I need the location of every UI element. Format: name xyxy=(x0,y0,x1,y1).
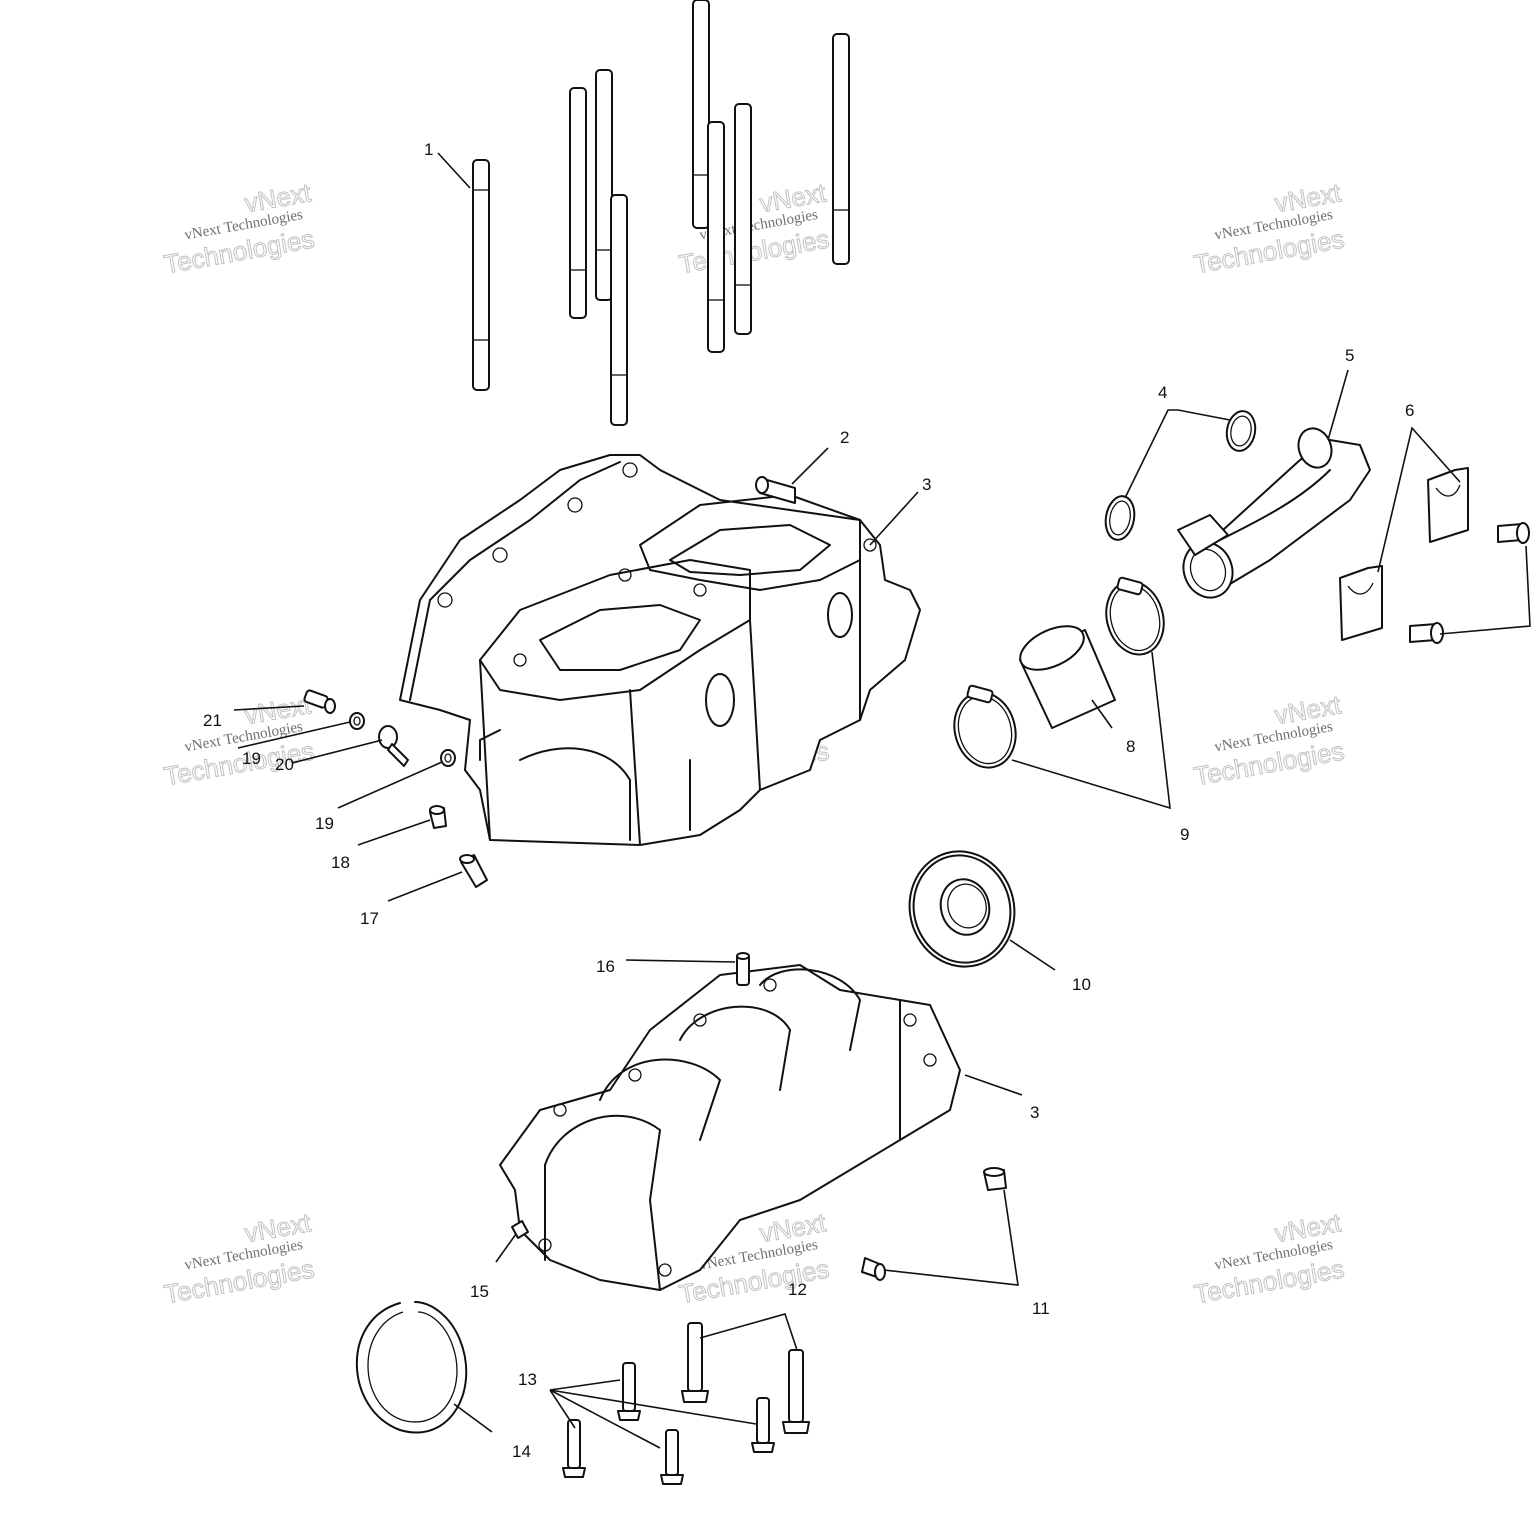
plug-18 xyxy=(429,805,447,829)
watermark-top-right: vNext vNext Technologies Technologies xyxy=(1191,177,1347,280)
callout-18: 18 xyxy=(331,853,350,872)
callout-3-lower: 3 xyxy=(1030,1103,1039,1122)
callout-8: 8 xyxy=(1126,737,1135,756)
callout-5: 5 xyxy=(1345,346,1354,365)
bolt-13a xyxy=(617,1362,641,1421)
oil-seal-10 xyxy=(908,850,1016,968)
bolt-13b xyxy=(751,1397,775,1453)
watermark-mid-left: vNext vNext Technologies Technologies xyxy=(161,689,317,792)
hose-clamp-9b xyxy=(953,684,1017,769)
callout-16: 16 xyxy=(596,957,615,976)
washer-19b xyxy=(440,749,456,767)
stud-1 xyxy=(472,159,490,391)
callout-15: 15 xyxy=(470,1282,489,1301)
callout-14: 14 xyxy=(512,1442,531,1461)
stud-3 xyxy=(595,69,613,301)
stud-6 xyxy=(707,121,725,353)
dowel-pin-2 xyxy=(755,476,796,504)
o-ring-4a xyxy=(1225,410,1257,452)
stud-8 xyxy=(832,33,850,265)
screw-6d xyxy=(1409,622,1444,644)
plug-11a xyxy=(983,1167,1007,1191)
callout-3-upper: 3 xyxy=(922,475,931,494)
callout-labels: 1 2 3 4 5 6 8 9 10 3 11 12 13 14 15 16 1… xyxy=(203,140,1414,1461)
callout-17: 17 xyxy=(360,909,379,928)
callout-4: 4 xyxy=(1158,383,1167,402)
o-ring-4b xyxy=(1104,495,1136,541)
snap-ring-14 xyxy=(355,1301,468,1434)
banjo-fitting-20 xyxy=(378,725,409,767)
screw-6c xyxy=(1497,522,1530,544)
callout-10: 10 xyxy=(1072,975,1091,994)
pin-17 xyxy=(459,854,488,888)
bolt-12b xyxy=(782,1349,810,1434)
stud-2 xyxy=(569,87,587,319)
callout-12: 12 xyxy=(788,1280,807,1299)
watermark-top-left: vNext vNext Technologies Technologies xyxy=(161,177,317,280)
callout-9: 9 xyxy=(1180,825,1189,844)
coupling-hose-8 xyxy=(1019,625,1116,729)
hose-clamp-9a xyxy=(1105,576,1165,656)
stud-4 xyxy=(610,194,628,426)
bolt-21 xyxy=(303,689,336,714)
callout-19-lower: 19 xyxy=(315,814,334,833)
watermark-bottom-right: vNext vNext Technologies Technologies xyxy=(1191,1207,1347,1310)
dowel-16 xyxy=(736,952,750,986)
bracket-6b xyxy=(1339,565,1383,641)
bolt-12a xyxy=(681,1322,709,1403)
upper-crankcase xyxy=(399,454,921,846)
callout-19-upper: 19 xyxy=(242,749,261,768)
stud-set xyxy=(472,0,850,426)
callout-20: 20 xyxy=(275,755,294,774)
callout-6: 6 xyxy=(1405,401,1414,420)
callout-2: 2 xyxy=(840,428,849,447)
watermark-bottom-left: vNext vNext Technologies Technologies xyxy=(161,1207,317,1310)
lower-crankcase xyxy=(499,964,961,1291)
stud-5 xyxy=(692,0,710,229)
bolt-13d xyxy=(660,1429,684,1485)
stud-7 xyxy=(734,103,752,335)
leader-lines xyxy=(233,152,1531,1449)
callout-1: 1 xyxy=(424,140,433,159)
watermark-mid-right: vNext vNext Technologies Technologies xyxy=(1191,689,1347,792)
callout-11: 11 xyxy=(1032,1299,1050,1318)
bracket-6a xyxy=(1427,467,1469,543)
plug-11b xyxy=(861,1257,886,1281)
elbow-hose-5 xyxy=(1177,427,1371,599)
washer-19a xyxy=(349,712,365,730)
callout-13: 13 xyxy=(518,1370,537,1389)
callout-21: 21 xyxy=(203,711,222,730)
bolt-13c xyxy=(562,1419,586,1478)
